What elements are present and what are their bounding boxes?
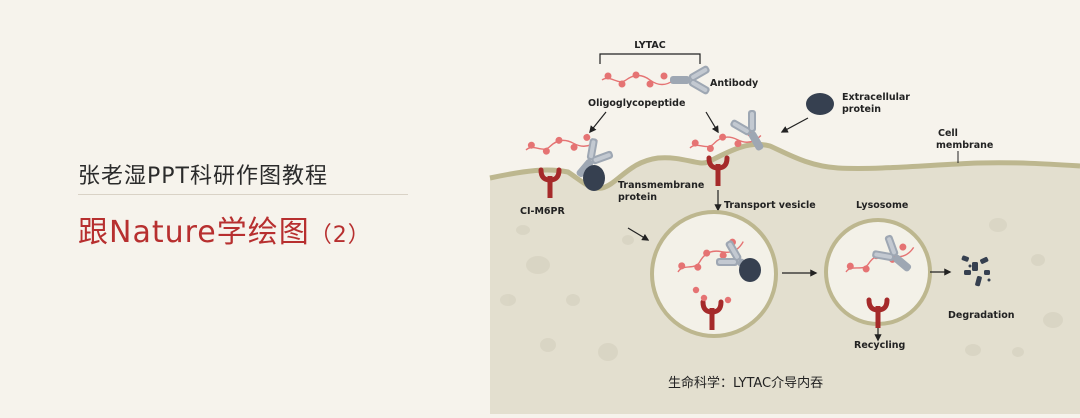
cytoplasm-blobs: [500, 218, 1063, 361]
diagram-svg: LYTAC Antibody Oligoglycopeptide Extrace…: [489, 40, 1080, 414]
vesicle-protein-icon: [739, 258, 761, 282]
lytac-diagram: LYTAC Antibody Oligoglycopeptide Extrace…: [478, 0, 1080, 414]
lytac-label: LYTAC: [634, 40, 666, 51]
vesicle-sugar-3: [724, 296, 732, 304]
lysosome-label: Lysosome: [856, 200, 908, 211]
arrow-antibody-to-membrane: [705, 111, 719, 134]
oligoglycopeptide-label: Oligoglycopeptide: [588, 98, 685, 109]
main-title: 跟Nature学绘图（2）: [78, 207, 408, 251]
degradation-label: Degradation: [948, 310, 1015, 321]
vesicle-sugar-1: [700, 294, 708, 302]
title-block: 张老湿PPT科研作图教程 跟Nature学绘图（2）: [78, 158, 408, 251]
transmembrane-label-1: Transmembrane: [618, 180, 704, 191]
arrow-oligo-to-membrane: [589, 111, 607, 134]
lytac-bracket: [599, 53, 701, 64]
extracellular-label-1: Extracellular: [842, 92, 910, 103]
antibody-label: Antibody: [710, 78, 759, 89]
recycling-label: Recycling: [854, 340, 905, 351]
transport-vesicle-label: Transport vesicle: [724, 200, 816, 211]
left-lytac-chain: [524, 130, 600, 159]
tutorial-subtitle: 张老湿PPT科研作图教程: [78, 158, 408, 195]
antibody-icon: [670, 64, 711, 96]
ci-m6pr-label: CI-M6PR: [520, 206, 565, 217]
part-number: （2）: [309, 223, 371, 248]
cell-body: [490, 144, 1080, 414]
transmembrane-label-2: protein: [618, 192, 657, 203]
vesicle-sugar-2: [692, 286, 700, 294]
main-title-text: 跟Nature学绘图: [78, 215, 310, 250]
degraded-fragments-icon: [961, 255, 991, 287]
arrow-to-vesicle: [627, 227, 650, 241]
extracellular-label-2: protein: [842, 104, 881, 115]
figure-caption: 生命科学：LYTAC介导内吞: [668, 376, 824, 391]
transmembrane-protein-icon: [583, 165, 605, 191]
lytac-molecule: [601, 70, 675, 89]
cell-membrane-label-2: membrane: [936, 140, 993, 151]
extracellular-protein-icon: [806, 93, 834, 115]
cell-membrane-label-1: Cell: [938, 128, 958, 139]
cell-membrane: [489, 141, 1080, 191]
transport-vesicle: [650, 210, 778, 338]
arrow-protein-to-membrane: [780, 117, 809, 133]
